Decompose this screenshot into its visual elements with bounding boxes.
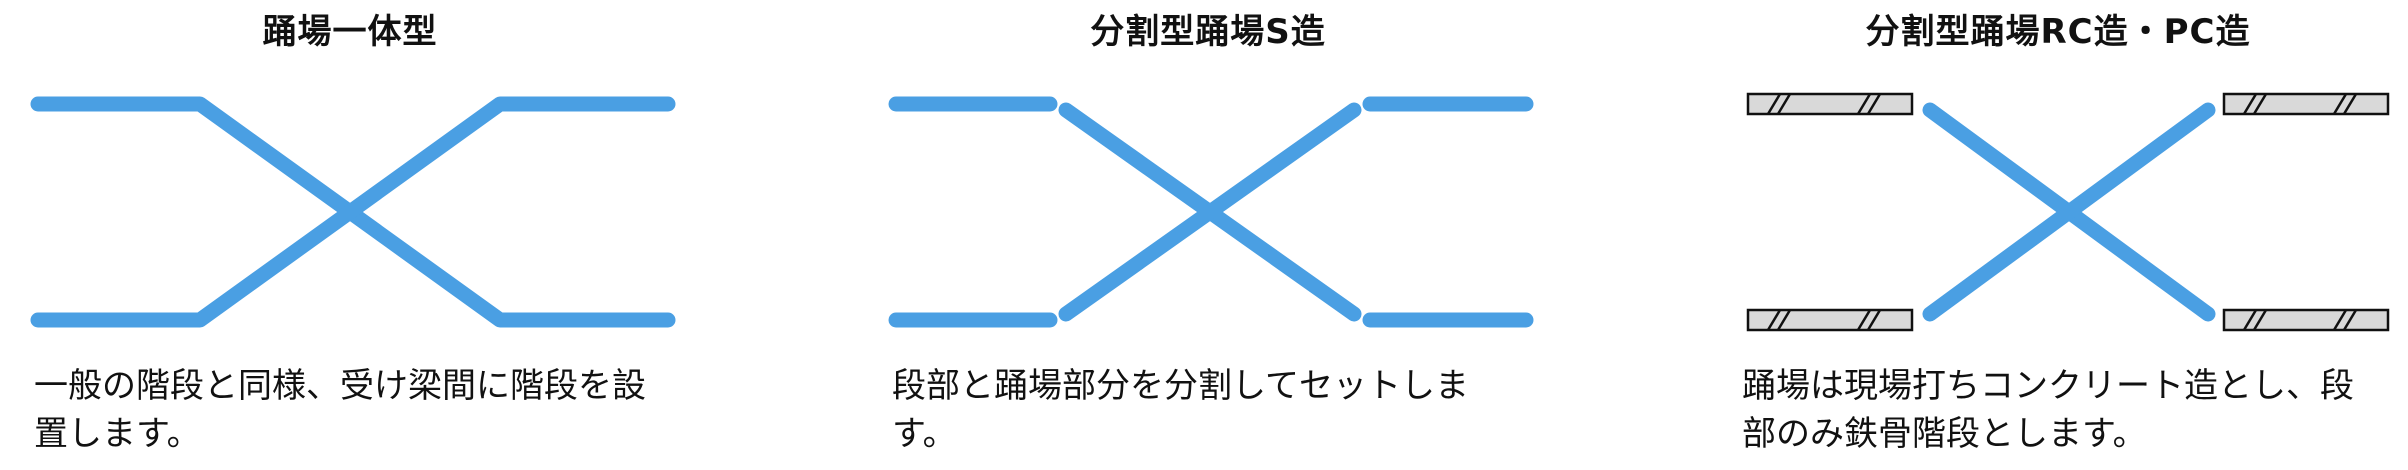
rc-landing-lower-left bbox=[1746, 308, 1914, 332]
split-rc-stair-diagram bbox=[1746, 92, 2390, 332]
rc-landing-lower-right bbox=[2222, 308, 2390, 332]
stair-flight-ascending bbox=[1058, 102, 1362, 322]
stair-flight-lower bbox=[30, 96, 676, 328]
integrated-stair-diagram bbox=[30, 96, 676, 328]
panel-integrated-landing: 踊場一体型 一般の階段と同様、受け梁間に階段を設置します。 bbox=[0, 0, 700, 470]
panel-description: 踊場は現場打ちコンクリート造とし、段部のみ鉄骨階段とします。 bbox=[1742, 366, 2354, 454]
split-steel-stair-diagram bbox=[888, 96, 1534, 328]
panel-title: 踊場一体型 bbox=[262, 12, 438, 52]
panel-description: 一般の階段と同様、受け梁間に階段を設置します。 bbox=[34, 366, 646, 454]
stair-flight-ascending bbox=[1922, 102, 2216, 322]
panel-split-landing-rc-pc: 分割型踊場RC造・PC造 bbox=[1708, 0, 2408, 470]
rc-landing-upper-right bbox=[2222, 92, 2390, 116]
panel-description: 段部と踊場部分を分割してセットします。 bbox=[892, 366, 1469, 454]
panel-title: 分割型踊場S造 bbox=[1090, 12, 1326, 52]
panel-title: 分割型踊場RC造・PC造 bbox=[1865, 12, 2251, 52]
panel-split-landing-steel: 分割型踊場S造 段部と踊場部分を分割してセットします。 bbox=[858, 0, 1558, 470]
rc-landing-upper-left bbox=[1746, 92, 1914, 116]
